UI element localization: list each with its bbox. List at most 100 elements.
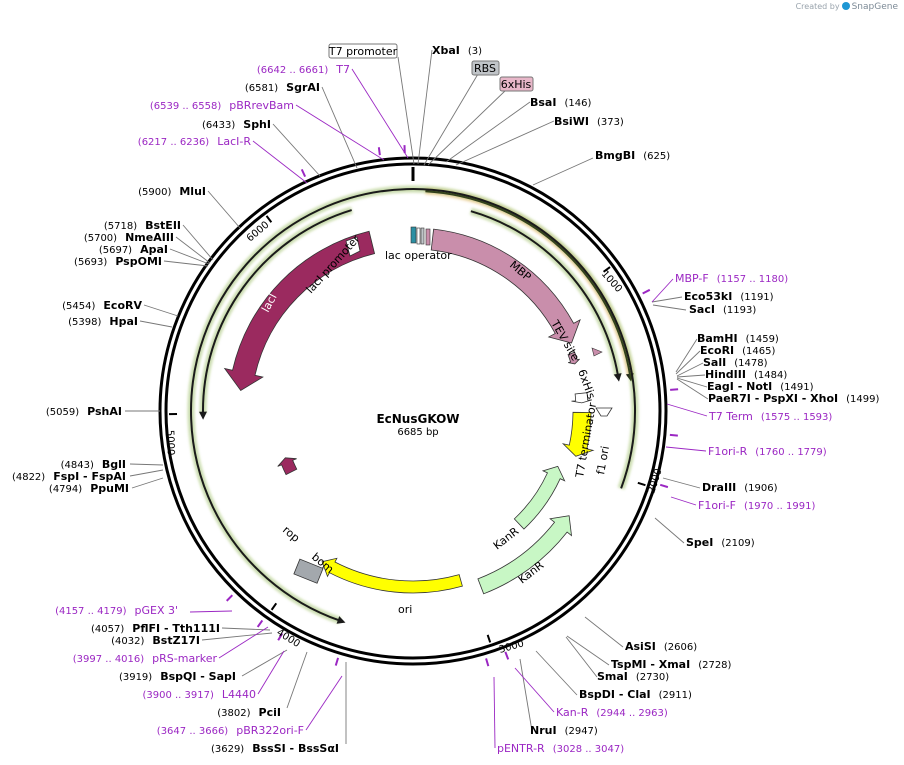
site-bsiwi-line bbox=[455, 120, 555, 166]
site-bgli-line bbox=[129, 463, 164, 466]
primer-mbp-f-line bbox=[651, 278, 674, 303]
primer-prs-marker: (3997 .. 4016)pRS-marker bbox=[73, 652, 218, 665]
site-nmeaiii-line bbox=[175, 236, 211, 264]
primer-kan-r-line bbox=[514, 667, 555, 713]
feature-arrows bbox=[223, 226, 613, 595]
tick-label-2000: 2000 bbox=[646, 467, 664, 495]
site-ecorv-line bbox=[143, 304, 179, 317]
credit-brand: SnapGene bbox=[851, 2, 898, 12]
site-brui-line bbox=[519, 658, 533, 732]
t7-terminator-mark bbox=[595, 407, 613, 417]
primer-mark-pgex bbox=[225, 594, 234, 602]
primer-mark-f1ori-r bbox=[669, 433, 678, 437]
plasmid-size: 6685 bp bbox=[397, 427, 438, 438]
feature-label-kanr-1: KanR bbox=[491, 524, 522, 552]
kanr-arrow-1 bbox=[513, 465, 566, 530]
rbs-line bbox=[423, 73, 479, 166]
primer-pbr322ori-f-line bbox=[305, 675, 343, 731]
primer-t7-term: T7 Term(1575 .. 1593) bbox=[708, 410, 832, 423]
primer-f1ori-f-line bbox=[670, 496, 697, 506]
mbp-arrow bbox=[430, 228, 581, 344]
site-xbai-line bbox=[417, 49, 433, 165]
primer-mark-t7-term bbox=[670, 388, 679, 391]
rop-arrow bbox=[277, 457, 298, 476]
t7-terminator-arrow bbox=[571, 392, 592, 404]
site-eagi-line bbox=[676, 377, 708, 388]
site-draiii: DraIII(1906) bbox=[702, 481, 778, 494]
primer-mark-f1ori-f bbox=[659, 483, 669, 489]
site-bsteii: (5718)BstEII bbox=[104, 219, 181, 232]
tick-mark-6000 bbox=[265, 215, 273, 223]
site-bspqi-sapi: (3919)BspQI - SapI bbox=[119, 670, 236, 683]
leader-lines bbox=[125, 49, 709, 749]
primer-mark-prs-marker bbox=[256, 619, 264, 628]
site-spei-line bbox=[654, 517, 685, 544]
site-bsiwi: BsiWI(373) bbox=[554, 115, 624, 128]
ori-arrow bbox=[321, 557, 463, 594]
site-pcii-line bbox=[286, 651, 308, 709]
site-mlui-line bbox=[207, 190, 241, 229]
primer-labels: (6642 .. 6661)T7 (6539 .. 6558)pBRrevBam… bbox=[55, 63, 832, 755]
site-sphi: (6433)SphI bbox=[202, 118, 271, 131]
6xhis-box-line bbox=[427, 89, 507, 166]
site-eco53ki: Eco53kI(1191) bbox=[684, 290, 774, 303]
tick-mark-2000 bbox=[637, 481, 646, 487]
primer-f1ori-r-line bbox=[665, 446, 707, 452]
tev-site-arrow bbox=[567, 351, 580, 365]
orf-arc-green-2-head bbox=[336, 616, 346, 624]
primer-t7-line bbox=[351, 68, 409, 159]
site-bmgbi-line bbox=[532, 157, 594, 186]
site-sapi-line bbox=[241, 649, 288, 677]
site-ecorv: (5454)EcoRV bbox=[62, 299, 142, 312]
primer-mark-mbp-f bbox=[642, 288, 651, 295]
orf-arc-green-3-head bbox=[198, 411, 207, 420]
site-ecori: EcoRI(1465) bbox=[700, 344, 776, 357]
site-ecori-line bbox=[675, 350, 701, 375]
snapgene-logo-icon bbox=[841, 2, 850, 10]
primer-pbrrevbam: (6539 .. 6558)pBRrevBam bbox=[150, 99, 294, 112]
site-draiii-line bbox=[662, 477, 701, 489]
t7-promoter-line bbox=[397, 56, 415, 165]
site-bgli: (4843)BglI bbox=[61, 458, 126, 471]
primer-t7-term-line bbox=[666, 403, 708, 417]
primer-mark-laci-r bbox=[300, 168, 307, 178]
site-apai: (5697)ApaI bbox=[99, 243, 168, 256]
primer-mark-l4440 bbox=[277, 632, 284, 641]
tick-label-5000: 5000 bbox=[164, 430, 176, 456]
site-saci: SacI(1193) bbox=[689, 303, 756, 316]
site-sgrai-line bbox=[321, 86, 358, 169]
credit-prefix: Created by bbox=[795, 2, 840, 11]
restriction-site-labels: XbaI(3) BsaI(146) BsiWI(373) BmgBI(625) … bbox=[12, 44, 880, 755]
primer-mbp-f: MBP-F(1157 .. 1180) bbox=[675, 272, 788, 285]
f1-ori-arrow bbox=[561, 411, 595, 457]
orf-arc-green-2 bbox=[190, 188, 636, 622]
site-pflfi-line bbox=[221, 627, 271, 631]
site-hpai: (5398)HpaI bbox=[68, 315, 138, 328]
site-xbai: XbaI(3) bbox=[432, 44, 482, 57]
6xhis-box-label: 6xHis bbox=[501, 78, 532, 91]
primer-pgex-line bbox=[189, 610, 233, 613]
orf-arc-green-1 bbox=[470, 210, 619, 376]
orf-arcs bbox=[187, 185, 639, 624]
primer-prs-marker-line bbox=[218, 626, 269, 659]
snapgene-credit: Created by SnapGene bbox=[796, 2, 898, 12]
rbs-label: RBS bbox=[474, 62, 496, 75]
site-smai-line bbox=[565, 636, 598, 678]
site-clai-line bbox=[535, 650, 578, 696]
site-mlui: (5900)MluI bbox=[138, 185, 206, 198]
rbs-mark bbox=[420, 227, 425, 245]
primer-f1ori-r: F1ori-R(1760 .. 1779) bbox=[708, 445, 827, 458]
primer-mark-pbrrevbam bbox=[377, 147, 381, 156]
t7-promoter-label: T7 promoter bbox=[328, 45, 398, 58]
scale-ticks bbox=[169, 167, 646, 643]
site-sali: SalI(1478) bbox=[703, 356, 768, 369]
primer-laci-r: (6217 .. 6236)LacI-R bbox=[138, 135, 252, 148]
orf-arc-green-1-head bbox=[613, 373, 622, 382]
site-nmeaiii: (5700)NmeAIII bbox=[84, 231, 174, 244]
6xhis-mark bbox=[425, 228, 431, 246]
primer-pgex-3: (4157 .. 4179)pGEX 3' bbox=[55, 604, 178, 617]
6xhis-box bbox=[499, 76, 534, 92]
kanr-arrow-2 bbox=[477, 515, 573, 595]
tick-mark-4000 bbox=[270, 602, 278, 611]
site-bsai: BsaI(146) bbox=[530, 96, 591, 109]
